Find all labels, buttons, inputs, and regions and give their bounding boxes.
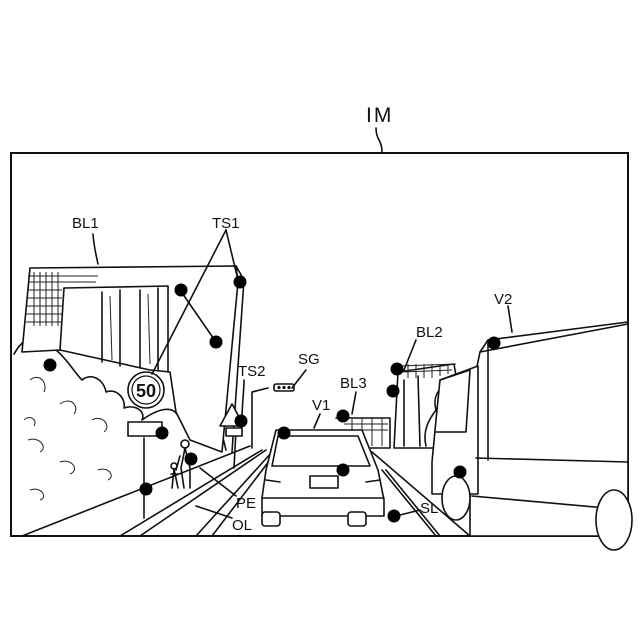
label-sl: SL bbox=[420, 500, 438, 517]
feature-point bbox=[391, 363, 404, 376]
feature-point bbox=[140, 483, 153, 496]
label-sg: SG bbox=[298, 351, 320, 368]
feature-point bbox=[44, 359, 57, 372]
car-v1 bbox=[262, 430, 384, 526]
feature-point bbox=[210, 336, 223, 349]
speed-sign-ts1: 50 bbox=[128, 372, 164, 518]
feature-point bbox=[175, 284, 188, 297]
feature-point bbox=[337, 464, 350, 477]
feature-point bbox=[235, 415, 248, 428]
label-ts1: TS1 bbox=[212, 215, 240, 232]
scene: 50 bbox=[14, 215, 632, 550]
speed-limit-value: 50 bbox=[136, 381, 156, 401]
feature-point bbox=[278, 427, 291, 440]
feature-point bbox=[388, 510, 401, 523]
truck-v2 bbox=[432, 322, 632, 550]
label-v1: V1 bbox=[312, 397, 330, 414]
figure-title: IM bbox=[366, 104, 393, 127]
title-leader bbox=[376, 128, 382, 152]
feature-point bbox=[488, 337, 501, 350]
feature-point bbox=[337, 410, 350, 423]
label-bl3: BL3 bbox=[340, 375, 367, 392]
label-ol: OL bbox=[232, 517, 252, 534]
feature-point bbox=[234, 276, 247, 289]
label-ts2: TS2 bbox=[238, 363, 266, 380]
label-pe: PE bbox=[236, 495, 256, 512]
label-v2: V2 bbox=[494, 291, 512, 308]
label-bl1: BL1 bbox=[72, 215, 99, 232]
feature-point bbox=[387, 385, 400, 398]
label-bl2: BL2 bbox=[416, 324, 443, 341]
feature-point bbox=[185, 453, 198, 466]
feature-point bbox=[454, 466, 467, 479]
feature-point bbox=[156, 427, 169, 440]
